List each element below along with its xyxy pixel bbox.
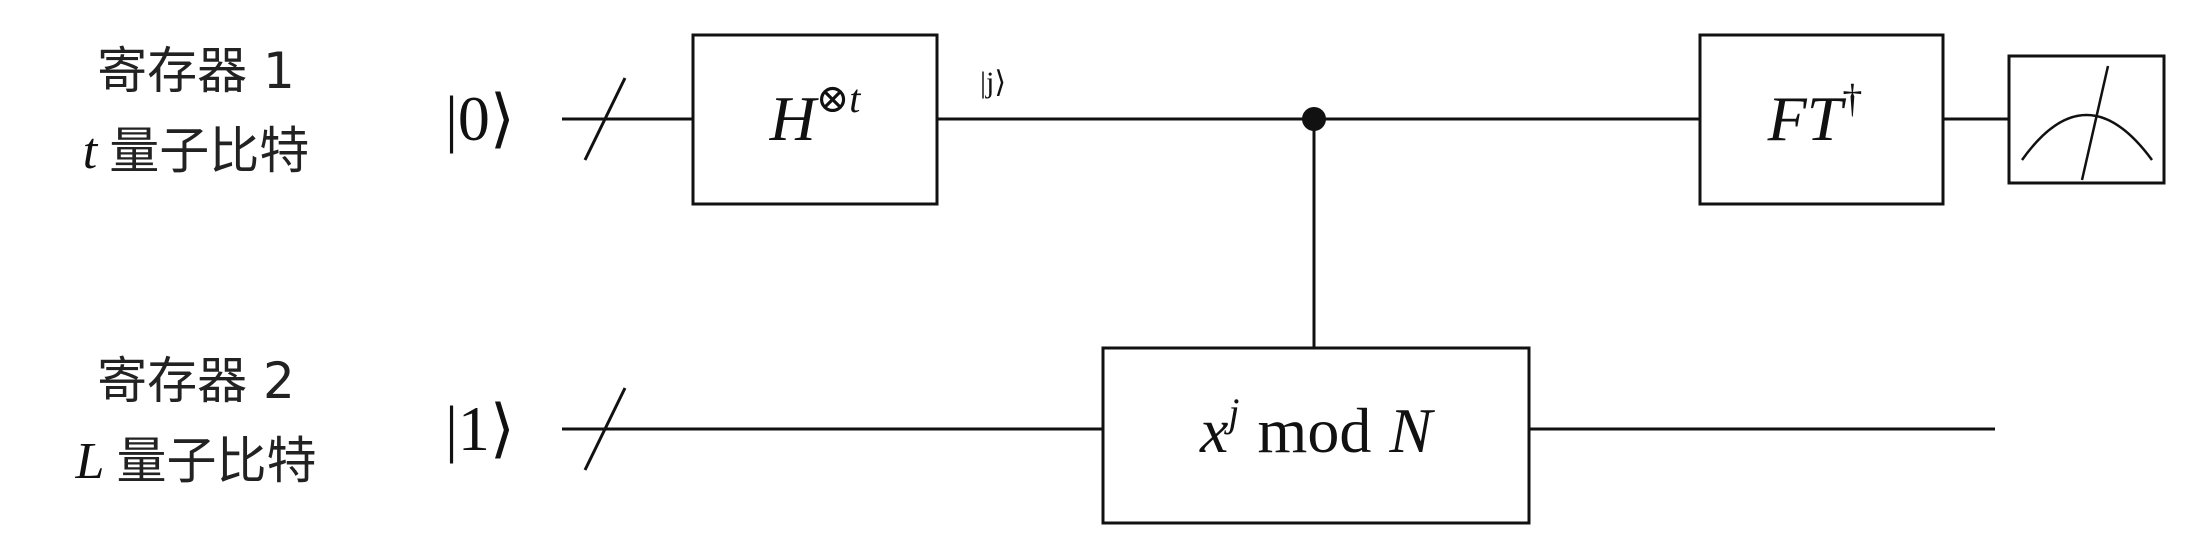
state-j-label: |j⟩ [980, 66, 1006, 99]
modexp-op: mod [1258, 395, 1372, 466]
register-1-initial-state: |0⟩ [445, 83, 515, 154]
register-2-name: 寄存器 2 [97, 352, 295, 410]
modexp-sup: j [1223, 390, 1239, 435]
register-1-qubit-text: 量子比特 [109, 122, 309, 180]
register-2-qubit-text: 量子比特 [116, 432, 316, 490]
register-1-qubit-var: t [83, 123, 99, 180]
control-dot [1302, 107, 1326, 131]
register-2-qubit-var: L [75, 433, 105, 490]
register-2-initial-state: |1⟩ [445, 393, 515, 464]
modexp-modulus: N [1388, 395, 1435, 466]
hadamard-base: H [769, 83, 820, 154]
hadamard-sup: ⊗t [816, 76, 862, 121]
register-2-bundle-slash [583, 387, 627, 471]
qft-sup: † [1842, 76, 1862, 121]
inverse-qft-gate: FT† [1698, 33, 1945, 206]
modexp-base: x [1199, 395, 1228, 466]
svg-text:H⊗t: H⊗t [769, 76, 862, 154]
svg-text:FT†: FT† [1767, 76, 1863, 154]
qft-base: FT [1767, 83, 1847, 154]
hadamard-gate: H⊗t [691, 33, 939, 206]
register-1-name: 寄存器 1 [97, 42, 295, 100]
measurement-meter-icon [2007, 54, 2166, 185]
register-1-bundle-slash [583, 77, 627, 161]
